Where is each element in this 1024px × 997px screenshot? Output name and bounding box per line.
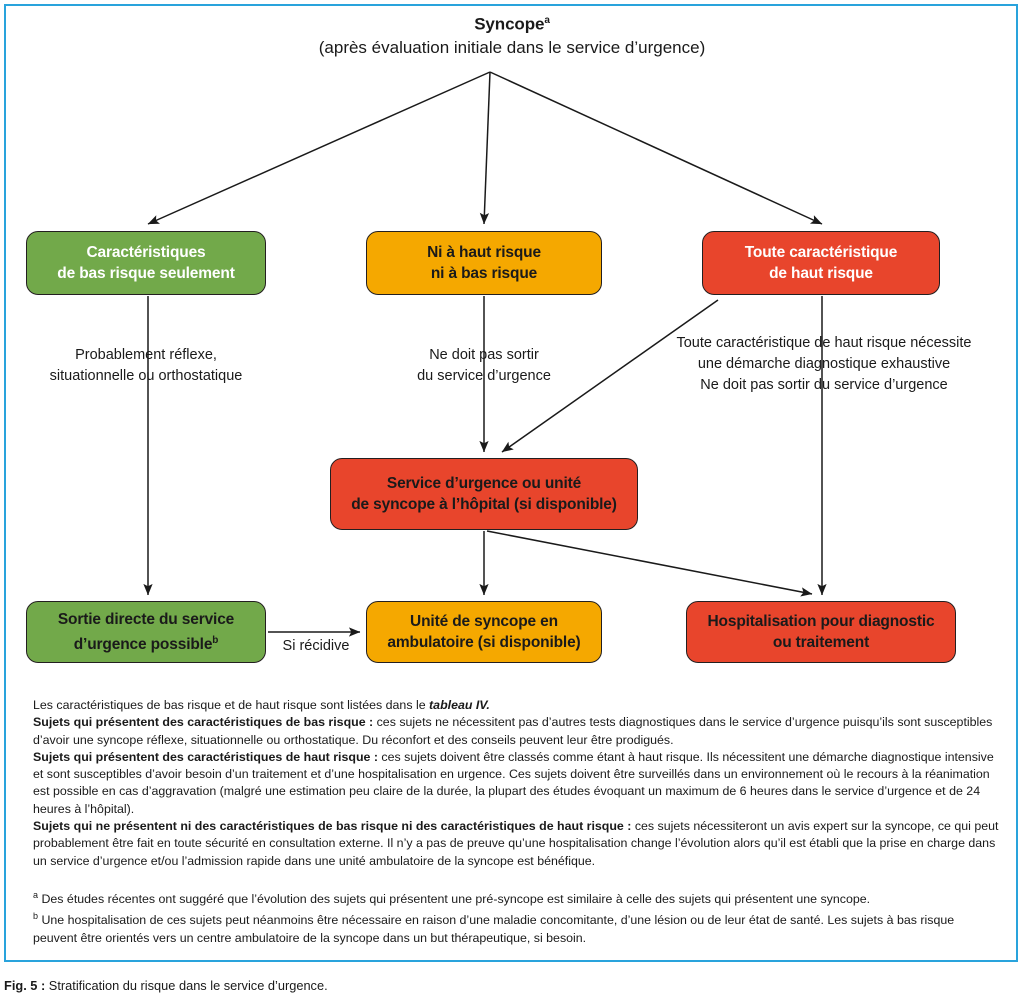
note-neither: Sujets qui ne présentent ni des caractér… [33,818,999,870]
node-hospitalisation-label: Hospitalisation pour diagnostic ou trait… [707,611,934,653]
note-intro-plain: Les caractéristiques de bas risque et de… [33,698,430,712]
node-low-risk-characteristics[interactable]: Caractéristiques de bas risque seulement [26,231,266,295]
node-neither-line2: ni à bas risque [430,265,538,282]
footnote-a-text: Des études récentes ont suggéré que l’év… [38,892,871,907]
node-discharge-footnote-mark: b [212,634,219,646]
figure-notes: Les caractéristiques de bas risque et de… [33,697,999,947]
node-discharge-label: Sortie directe du service d’urgence poss… [58,609,234,655]
edge-label-high-risk-requires-workup: Toute caractéristique de haut risque néc… [640,333,1008,396]
arrow-ed-unit-to-hospitalisation [486,530,813,597]
edge-label-high-risk-line3: Ne doit pas sortir du service d’urgence [700,377,948,393]
node-ed-unit-label: Service d’urgence ou unité de syncope à … [351,473,617,515]
edge-label-high-risk-line1: Toute caractéristique de haut risque néc… [676,335,972,351]
note-neither-text: ces sujets nécessiteront un avis expert … [33,819,999,868]
note-intro-table-ref: tableau IV. [429,698,490,712]
node-low-risk-line1: Caractéristiques [86,244,206,261]
node-hospitalisation[interactable]: Hospitalisation pour diagnostic ou trait… [686,601,956,663]
edge-label-high-risk-line2: une démarche diagnostique exhaustive [697,356,951,372]
edge-label-must-not-leave-ed: Ne doit pas sortir du service d’urgence [366,345,602,387]
note-low-risk-bold: Sujets qui présentent des caractéristiqu… [33,715,374,730]
node-ambulatory-line1: Unité de syncope en [410,613,558,630]
node-high-risk-label: Toute caractéristique de haut risque [744,242,898,284]
node-neither-label: Ni à haut risque ni à bas risque [427,242,541,284]
figure-title-footnote-mark: a [544,15,550,26]
footnote-a: a Des études récentes ont suggéré que l’… [33,887,999,908]
arrow-syncope-to-low-risk [147,71,491,225]
node-discharge-line1: Sortie directe du service [57,610,235,628]
note-high-risk: Sujets qui présentent des caractéristiqu… [33,749,999,818]
figure-caption-text: Stratification du risque dans le service… [45,978,328,993]
arrow-syncope-to-neither [479,71,491,225]
note-neither-bold: Sujets qui ne présentent ni des caractér… [33,819,632,834]
node-ed-unit-line2: de syncope à l’hôpital (si disponible) [351,496,617,513]
edge-label-no-exit-line1: Ne doit pas sortir [429,347,539,363]
figure-title-main-text: Syncope [474,14,545,34]
edge-label-probably-reflex: Probablement réflexe, situationnelle ou … [16,345,276,387]
node-high-risk-characteristics[interactable]: Toute caractéristique de haut risque [702,231,940,295]
node-discharge-line2: d’urgence possible [73,636,213,654]
node-high-risk-line2: de haut risque [769,265,873,282]
node-neither-high-nor-low-risk[interactable]: Ni à haut risque ni à bas risque [366,231,602,295]
figure-title-subtitle: (après évaluation initiale dans le servi… [318,37,706,57]
arrow-syncope-to-high-risk [489,71,823,225]
edge-label-reflex-line2: situationnelle ou orthostatique [49,368,243,384]
footnote-b-mark: b [33,911,39,922]
node-low-risk-label: Caractéristiques de bas risque seulement [57,242,235,284]
node-ed-unit-line1: Service d’urgence ou unité [386,475,582,492]
node-neither-line1: Ni à haut risque [427,244,541,261]
note-low-risk: Sujets qui présentent des caractéristiqu… [33,714,999,749]
footnote-b: b Une hospitalisation de ces sujets peut… [33,908,999,947]
figure-caption: Fig. 5 : Stratification du risque dans l… [4,978,1018,994]
footnote-a-mark: a [33,889,39,900]
node-low-risk-line2: de bas risque seulement [57,265,235,282]
edge-label-no-exit-line2: du service d’urgence [417,368,551,384]
note-high-risk-bold: Sujets qui présentent des caractéristiqu… [33,749,378,764]
node-direct-discharge[interactable]: Sortie directe du service d’urgence poss… [26,601,266,663]
figure-title-main: Syncopea [0,10,1024,36]
note-intro: Les caractéristiques de bas risque et de… [33,697,999,714]
node-high-risk-line1: Toute caractéristique [744,244,898,261]
node-ambulatory-syncope-unit[interactable]: Unité de syncope en ambulatoire (si disp… [366,601,602,663]
node-emergency-department-syncope-unit[interactable]: Service d’urgence ou unité de syncope à … [330,458,638,530]
figure-caption-label: Fig. 5 : [4,978,46,993]
node-hospitalisation-line1: Hospitalisation pour diagnostic [707,613,935,630]
node-hospitalisation-line2: ou traitement [772,634,870,651]
note-high-risk-text: ces sujets doivent être classés comme ét… [33,749,994,816]
note-low-risk-text: ces sujets ne nécessitent pas d’autres t… [33,715,993,747]
footnote-b-text: Une hospitalisation de ces sujets peut n… [33,913,955,945]
edge-label-si-recidive: Si récidive [282,638,350,654]
figure-title: Syncopea (après évaluation initiale dans… [0,10,1024,60]
edge-label-reflex-line1: Probablement réflexe, [75,347,217,363]
node-ambulatory-line2: ambulatoire (si disponible) [387,634,581,651]
notes-spacer [33,870,999,887]
node-ambulatory-label: Unité de syncope en ambulatoire (si disp… [387,611,580,653]
